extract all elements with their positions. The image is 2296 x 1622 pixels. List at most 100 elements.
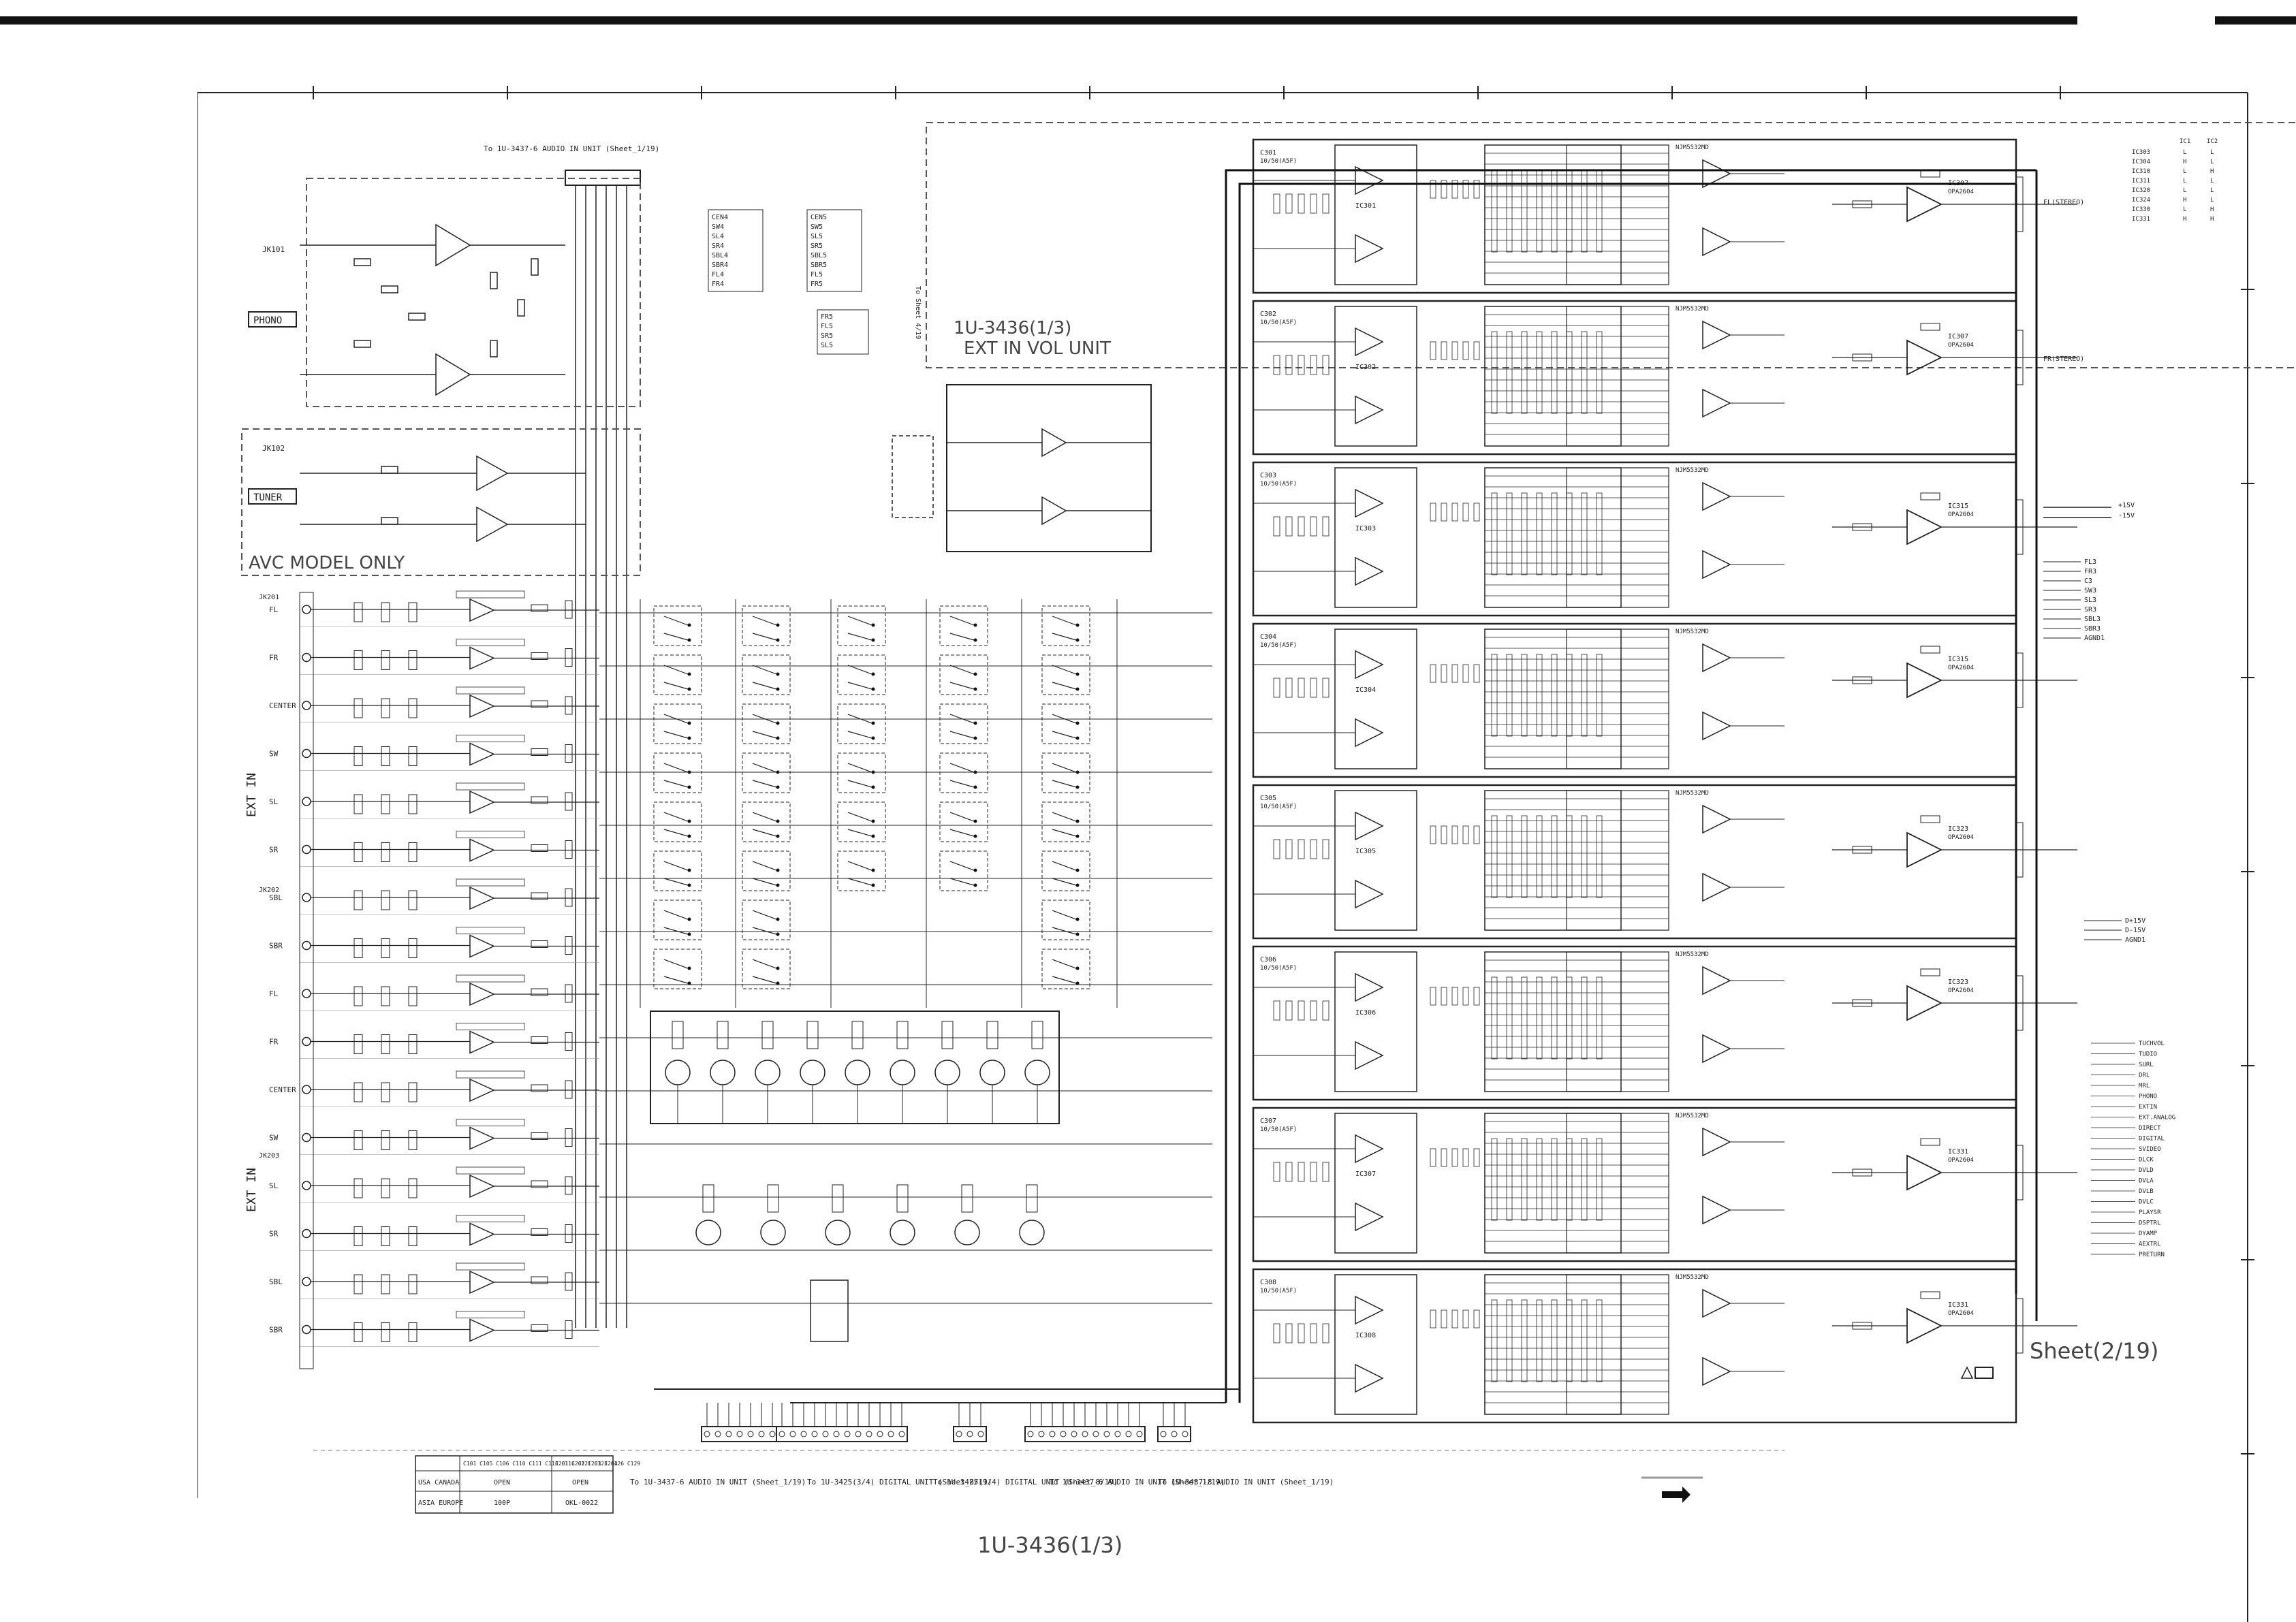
contact-dot <box>776 687 780 691</box>
bus-label: FL4 <box>712 271 724 279</box>
resistor <box>353 794 363 814</box>
capacitor <box>408 602 418 622</box>
ic-pin-column <box>1566 654 1573 737</box>
ic-label: IC302 <box>1355 364 1376 371</box>
bus-label: SBR4 <box>712 261 728 269</box>
ext-vol-dashed-area <box>926 122 2296 368</box>
resistor <box>1441 503 1447 522</box>
relay-contact <box>847 780 872 788</box>
table-cell: OPEN <box>494 1479 510 1486</box>
bus-label: SR5 <box>821 332 833 340</box>
contact-dot <box>776 981 780 985</box>
relay-contact <box>752 878 777 886</box>
tuner-amp-circuit <box>300 455 586 543</box>
resistor <box>1441 825 1447 844</box>
resistor <box>531 1324 548 1332</box>
relay-contact <box>1052 861 1077 871</box>
ic-pin-column <box>1551 331 1558 414</box>
ic-pin-column <box>1551 654 1558 737</box>
relay-contact <box>752 731 777 739</box>
ic-label: IC301 <box>1355 202 1376 210</box>
control-label: DSPTRL <box>2139 1220 2161 1227</box>
resistor <box>1430 180 1436 199</box>
relay-box <box>837 850 886 891</box>
relay-contact <box>949 780 975 788</box>
ic-box <box>1484 144 1622 285</box>
relay-contact <box>847 616 872 626</box>
connector-pin <box>800 1431 807 1437</box>
transistor-symbol <box>890 1220 915 1245</box>
resistor <box>1852 353 1872 362</box>
ic-pin-column <box>1581 492 1588 575</box>
resistor <box>1298 516 1305 537</box>
control-label: DVLA <box>2139 1178 2154 1185</box>
vol-block-frame <box>1252 138 2017 294</box>
op-amp-symbol <box>1355 1134 1384 1164</box>
output-ic-type: OPA2604 <box>1948 834 1974 841</box>
capacitor <box>565 1176 573 1195</box>
contact-dot <box>973 819 977 823</box>
resistor <box>1451 503 1458 522</box>
feedback-resistor <box>456 590 525 599</box>
opamp-label: NJM5532MD <box>1676 1113 1709 1119</box>
contact-dot <box>687 834 691 838</box>
input-jack <box>302 844 311 855</box>
output-op-amp <box>1906 985 1943 1021</box>
ic-pin-column <box>1521 331 1528 414</box>
gain-row-ic: IC331 <box>2132 216 2150 223</box>
relay-contact <box>1052 665 1077 675</box>
relay-box <box>653 801 702 842</box>
connector-pin <box>1071 1431 1078 1437</box>
relay-contact <box>752 682 777 690</box>
output-op-amp <box>1906 831 1943 868</box>
diode <box>896 1184 909 1213</box>
driver-ic <box>810 1279 849 1342</box>
channel-label: SBR <box>269 1326 283 1335</box>
ic-pin-column <box>1491 1138 1498 1221</box>
relay-contact <box>847 682 872 690</box>
capacitor <box>408 842 418 862</box>
channel-label: SW <box>269 1134 279 1143</box>
connector-pin <box>704 1431 710 1437</box>
resistor <box>1441 987 1447 1006</box>
ic-pin-column <box>1536 492 1543 575</box>
connector-pin <box>855 1431 862 1437</box>
relay-box <box>1041 801 1090 842</box>
table-cell: 100P <box>494 1499 510 1507</box>
relay-contact <box>1052 780 1077 788</box>
resistor <box>1473 1309 1480 1329</box>
relay-box <box>1041 850 1090 891</box>
top-left-note: To 1U-3437-6 AUDIO IN UNIT (Sheet_1/19) <box>484 144 659 153</box>
contact-dot <box>973 623 977 627</box>
feedback-resistor <box>456 1166 525 1175</box>
capacitor <box>408 698 418 718</box>
resistor <box>531 988 548 996</box>
control-label: SURL <box>2139 1062 2154 1068</box>
op-amp-symbol <box>1355 811 1384 841</box>
channel-label: CENTER <box>269 701 296 710</box>
connector-pin <box>811 1431 818 1437</box>
diode <box>767 1184 779 1213</box>
capacitor <box>408 650 418 670</box>
resistor <box>1273 839 1280 859</box>
ic-pin-column <box>1521 815 1528 898</box>
contact-dot <box>1075 834 1080 838</box>
ic-box <box>1484 306 1622 447</box>
resistor <box>531 604 548 612</box>
relay-contact <box>663 812 689 822</box>
ic-box <box>1484 1274 1622 1415</box>
resistor <box>1462 664 1469 683</box>
ic-pin-column <box>1536 976 1543 1060</box>
input-jack <box>302 652 311 663</box>
relay-contact <box>949 665 975 675</box>
ic-pin-column <box>1506 815 1513 898</box>
ic-pin-column <box>1551 170 1558 253</box>
right-output-label: FR(STEREO) <box>2043 355 2084 363</box>
resistor <box>1285 839 1293 859</box>
transistor-symbol <box>710 1060 736 1085</box>
vol-block-frame <box>1252 945 2017 1101</box>
contact-dot <box>973 785 977 789</box>
ic-pin-column <box>1536 1299 1543 1382</box>
connector-pin <box>956 1431 962 1437</box>
output-op-amp <box>1906 186 1943 223</box>
